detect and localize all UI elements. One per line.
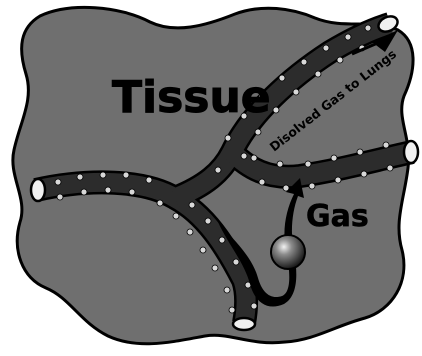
tissue-label: Tissue — [112, 72, 271, 123]
gas-label: Gas — [306, 199, 369, 234]
vessel-end-bottom — [233, 318, 255, 330]
vessel-end-right — [404, 141, 418, 163]
gas-bubble — [271, 235, 305, 269]
vessel-end-left — [31, 179, 45, 201]
